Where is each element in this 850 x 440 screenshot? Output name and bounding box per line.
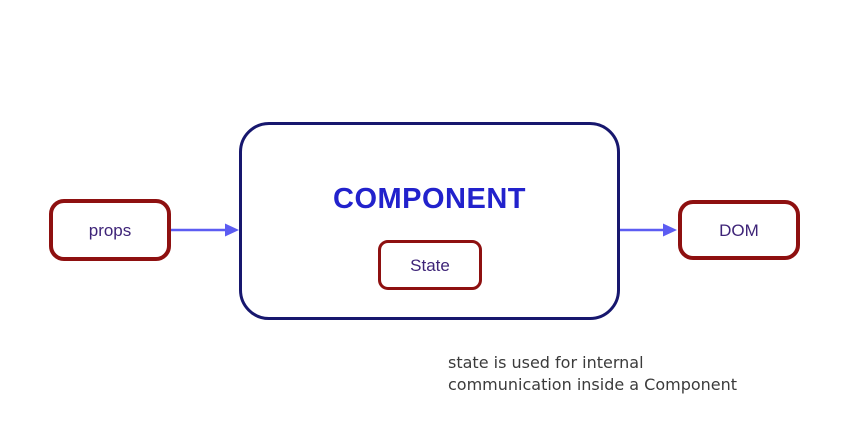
component-to-dom-arrow-icon: [620, 223, 677, 237]
caption-line-1: state is used for internal: [448, 353, 644, 372]
dom-box: DOM: [678, 200, 800, 260]
dom-label: DOM: [719, 220, 759, 240]
component-box: COMPONENT State: [239, 122, 620, 320]
state-label: State: [410, 255, 450, 275]
props-to-component-arrow-icon: [171, 223, 239, 237]
component-title: COMPONENT: [333, 183, 526, 215]
caption: state is used for internal communication…: [448, 352, 737, 395]
caption-line-2: communication inside a Component: [448, 374, 738, 394]
state-box: State: [378, 240, 482, 290]
props-box: props: [49, 199, 171, 261]
props-label: props: [88, 220, 132, 240]
